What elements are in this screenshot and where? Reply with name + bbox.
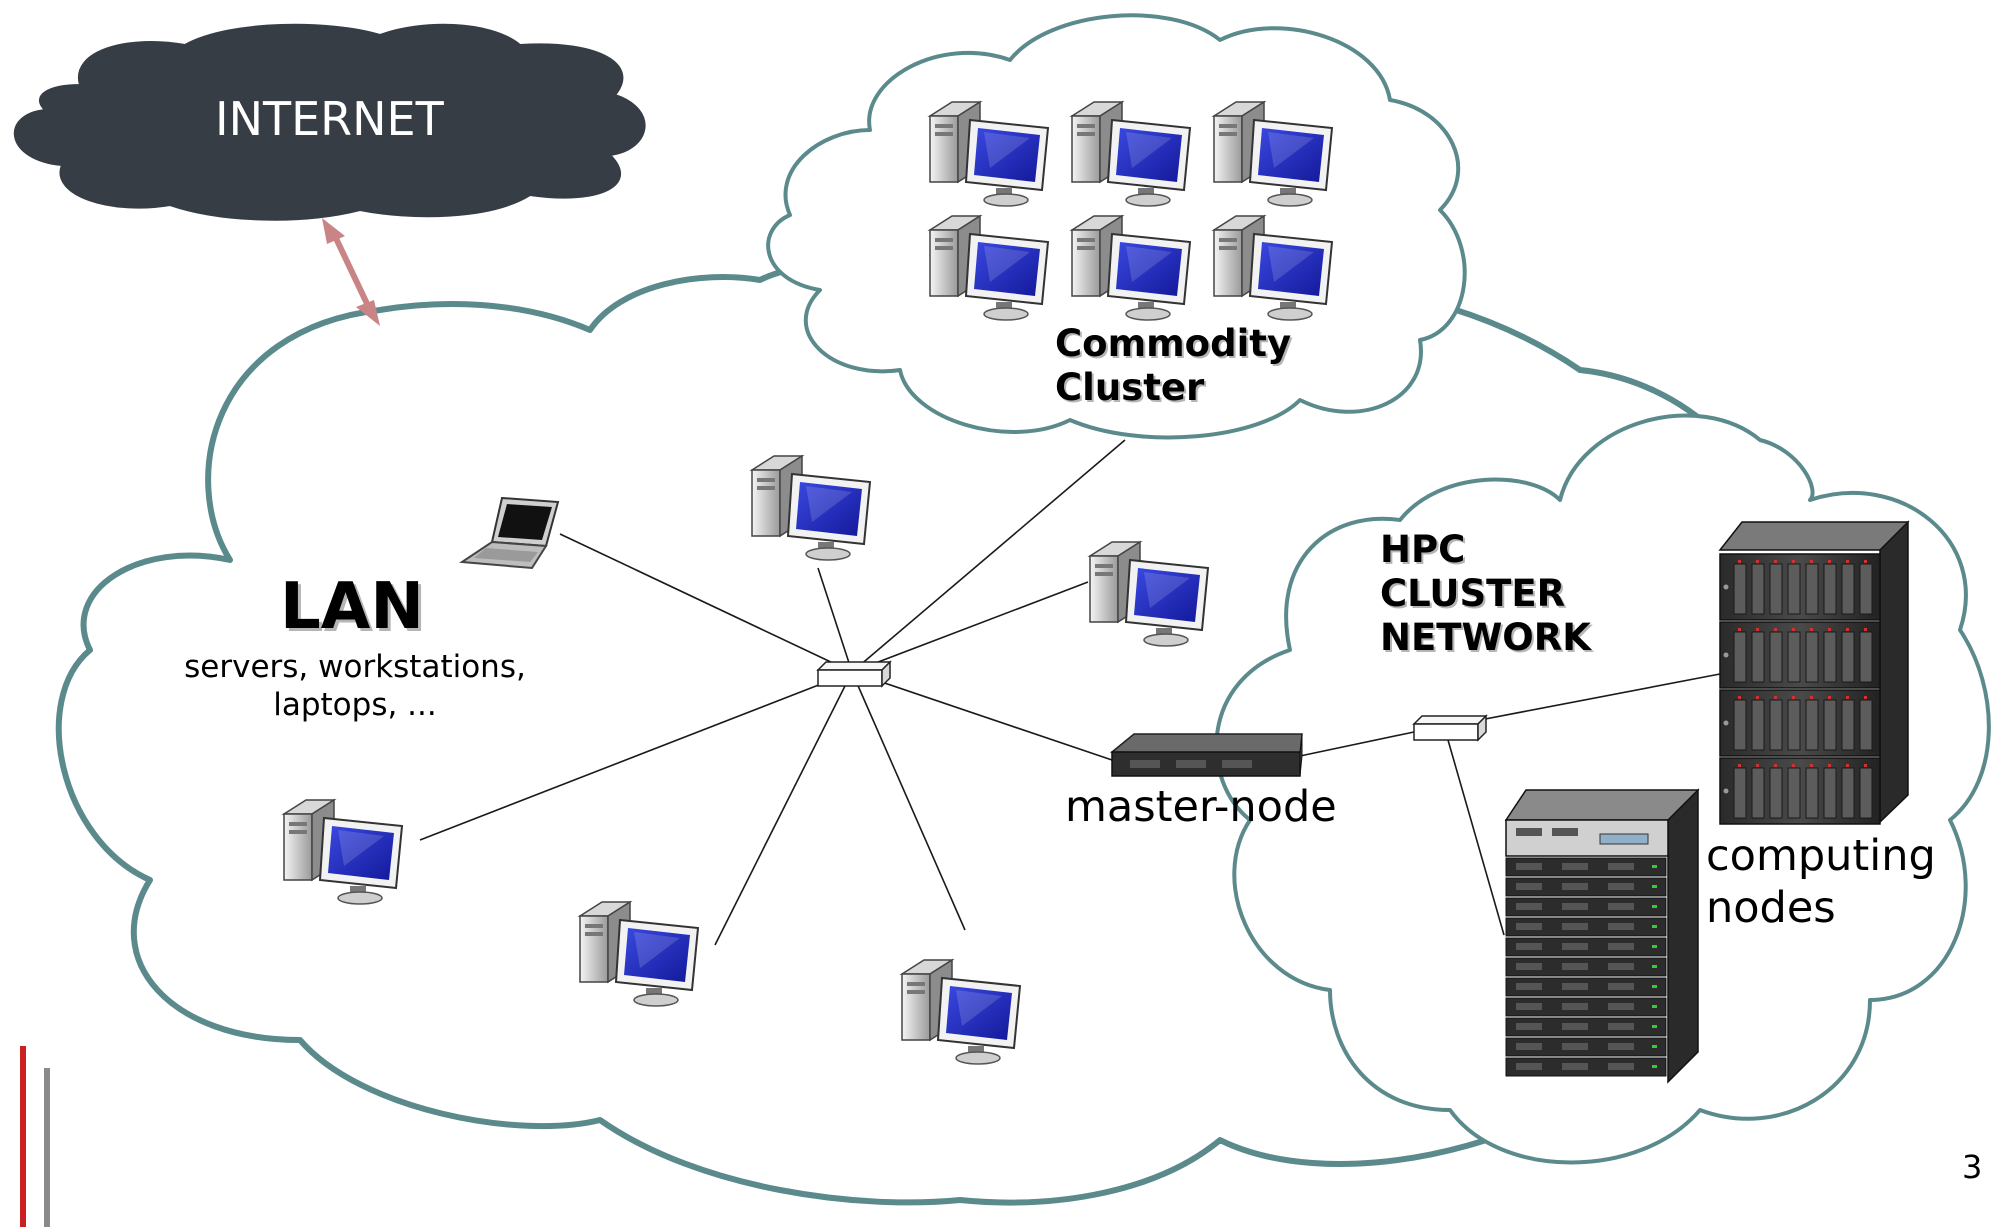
blade-server-icon — [1504, 788, 1700, 1084]
master-node-server-icon — [1109, 733, 1303, 777]
hpc-label-line: CLUSTER — [1380, 572, 1566, 615]
lan-switch-icon — [817, 661, 891, 687]
internet-link-arrow — [322, 218, 380, 326]
commodity-cluster-label: Commodity Cluster — [1055, 322, 1291, 410]
hpc-cluster-network-label: HPC CLUSTER NETWORK — [1380, 528, 1591, 660]
slide-accent-bars — [20, 1046, 50, 1227]
internet-cloud — [13, 23, 646, 221]
hpc-label-line: NETWORK — [1380, 616, 1591, 659]
master-node-label: master-node — [1065, 782, 1337, 832]
lan-subtitle: servers, workstations, laptops, ... — [184, 649, 526, 723]
commodity-cluster-label-line: Cluster — [1055, 366, 1205, 409]
computing-nodes-rack-icon — [1718, 520, 1910, 825]
lan-title: LAN — [280, 570, 424, 644]
hpc-switch-icon — [1413, 715, 1487, 741]
computing-nodes-label-line: nodes — [1706, 883, 1836, 933]
hpc-label-line: HPC — [1380, 528, 1466, 571]
computing-nodes-label: computing nodes — [1706, 830, 1936, 934]
computing-nodes-label-line: computing — [1706, 831, 1936, 881]
page-number: 3 — [1962, 1148, 1983, 1186]
internet-label: INTERNET — [215, 92, 444, 146]
network-links — [419, 439, 1721, 946]
commodity-cluster-label-line: Commodity — [1055, 322, 1292, 365]
